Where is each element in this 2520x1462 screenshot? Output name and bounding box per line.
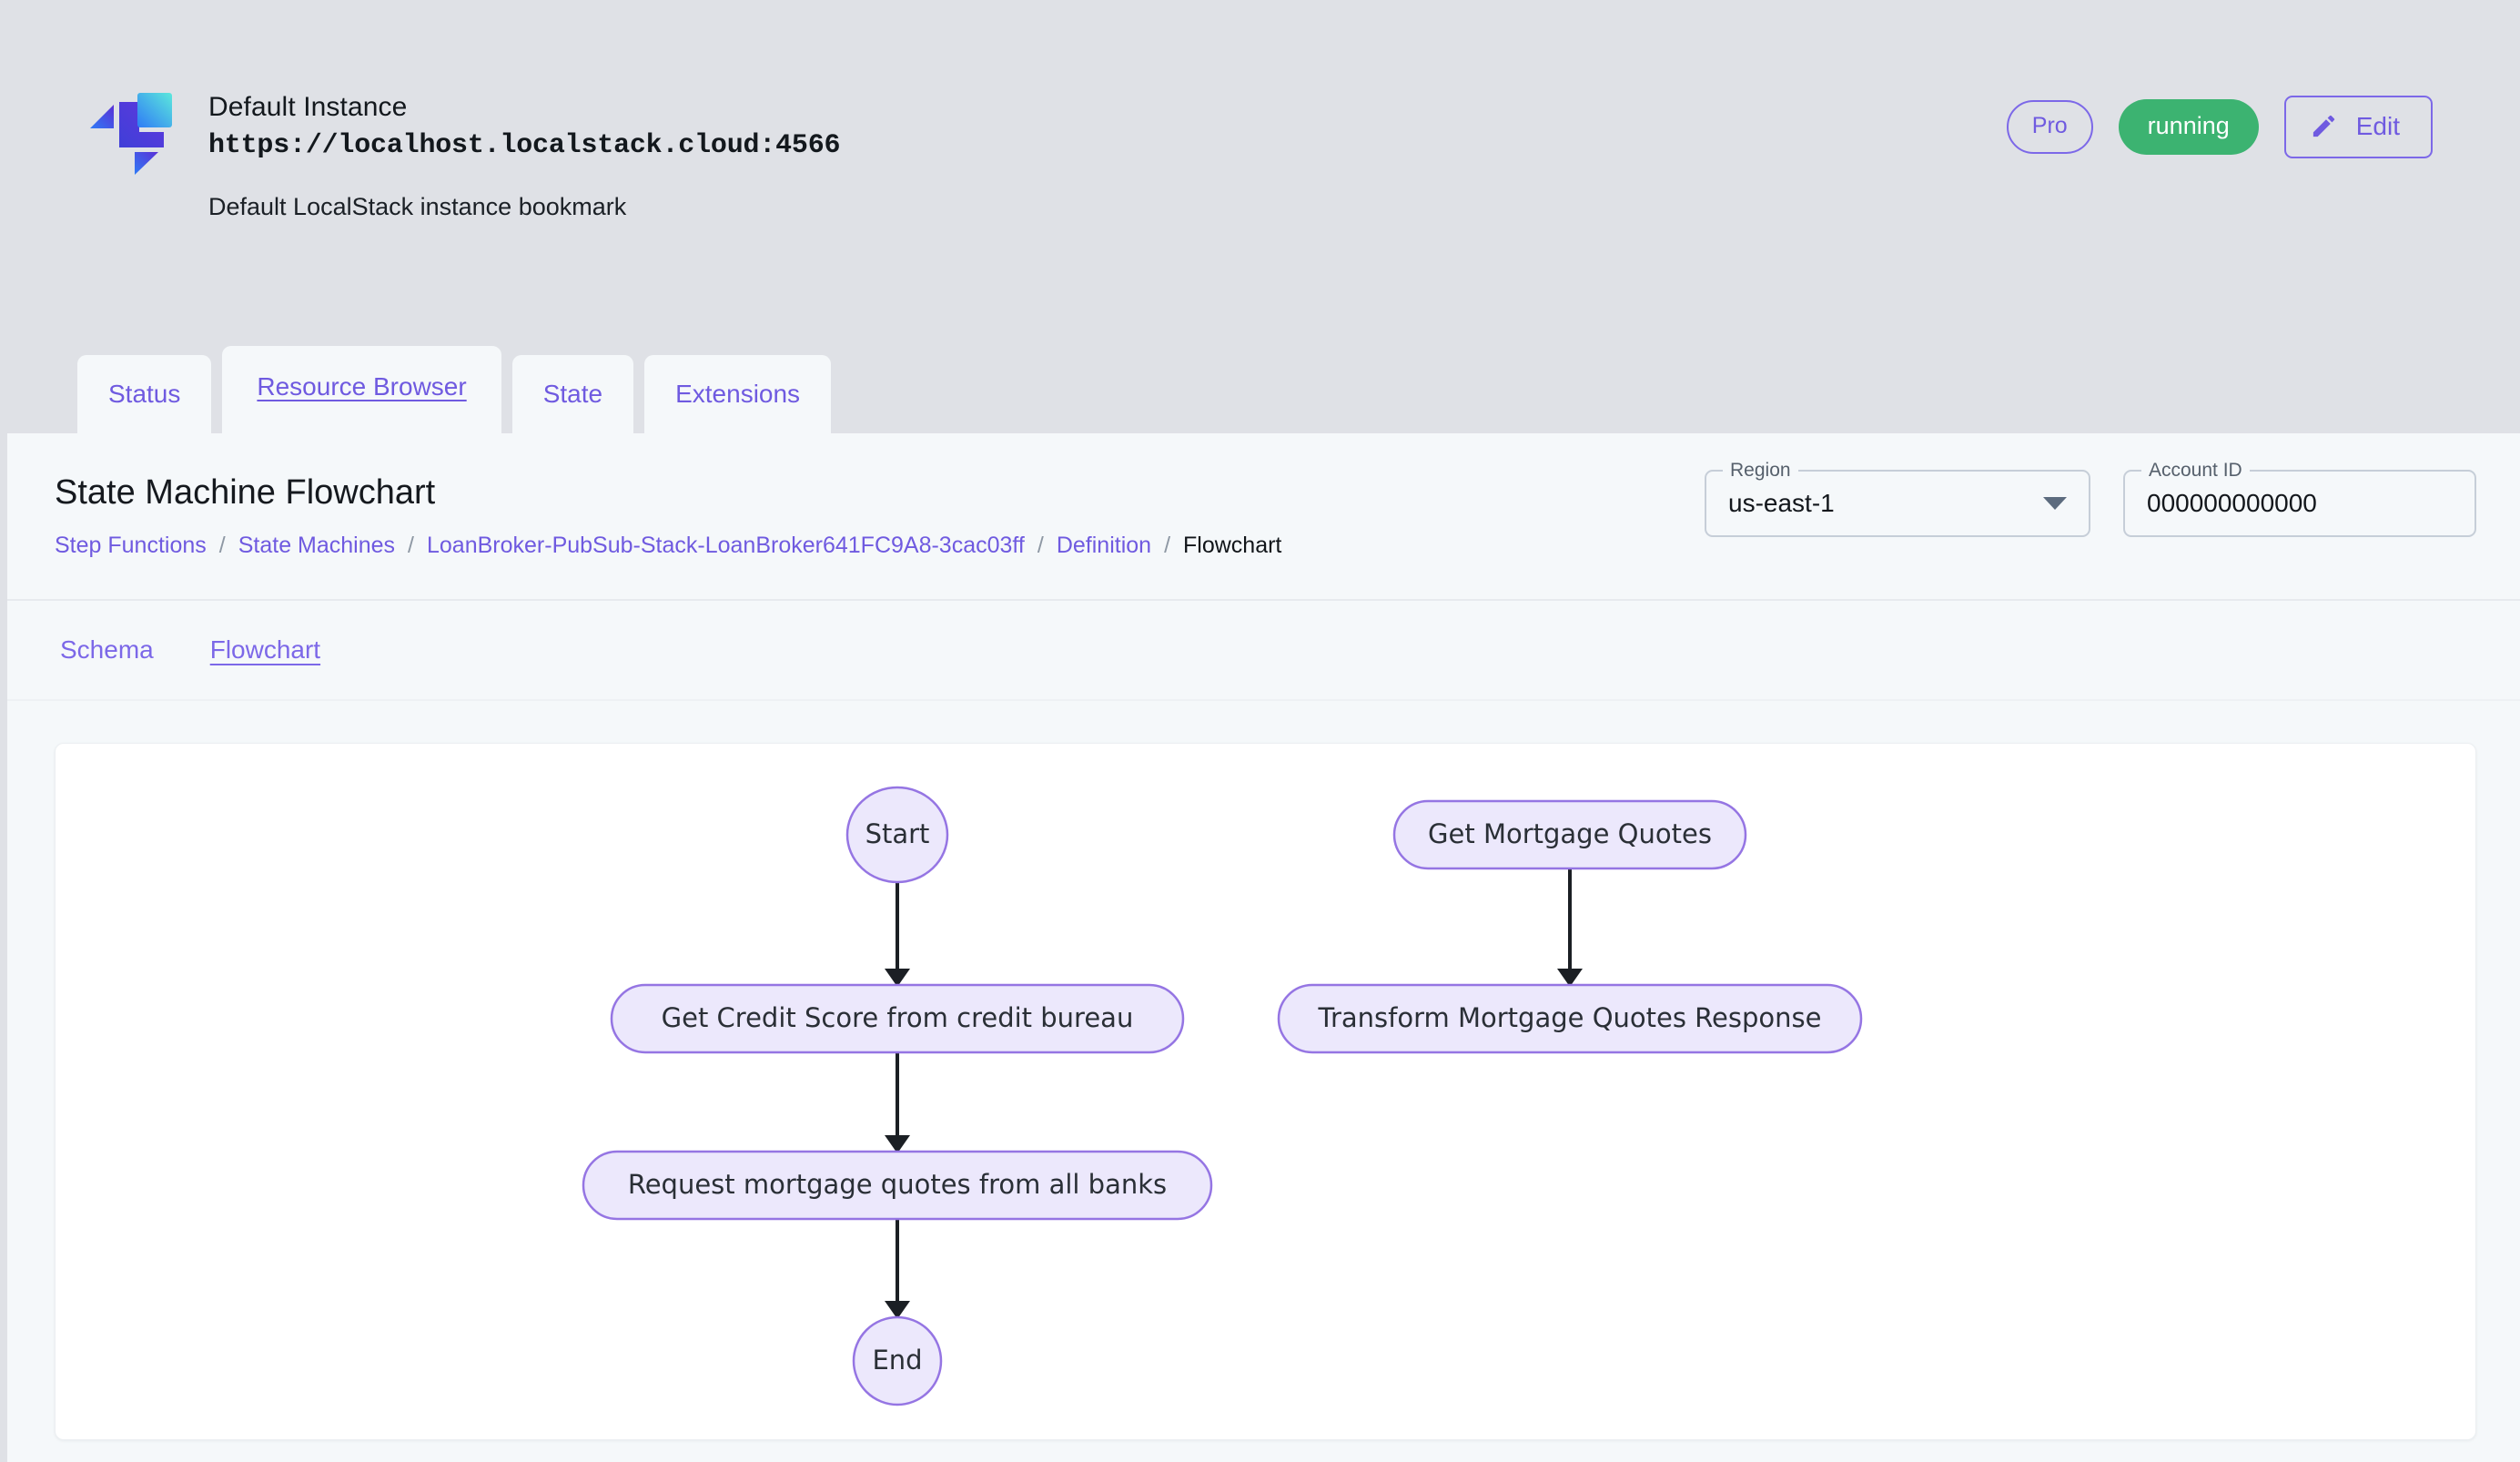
scope-selectors: Region us-east-1 Account ID 000000000000: [1705, 460, 2476, 537]
instance-endpoint: https://localhost.localstack.cloud:4566: [208, 130, 841, 161]
pencil-icon: [2310, 112, 2338, 140]
breadcrumb-separator: /: [408, 533, 414, 558]
flow-edge: [885, 882, 910, 987]
edit-button[interactable]: Edit: [2283, 96, 2433, 158]
page-header: State Machine Flowchart Step Functions /…: [7, 433, 2520, 601]
edit-button-label: Edit: [2355, 111, 2400, 140]
header-controls: Pro running Edit: [2006, 96, 2433, 158]
region-select[interactable]: Region us-east-1: [1705, 460, 2090, 537]
main-tabs: Status Resource Browser State Extensions: [77, 346, 832, 433]
account-id-value: 000000000000: [2147, 489, 2317, 517]
chevron-down-icon[interactable]: [2043, 497, 2067, 510]
region-select-label: Region: [1723, 460, 1798, 482]
content-panel: State Machine Flowchart Step Functions /…: [7, 433, 2520, 1462]
breadcrumb-item-flowchart: Flowchart: [1183, 533, 1282, 558]
svg-text:Get Credit Score from credit b: Get Credit Score from credit bureau: [662, 1002, 1134, 1033]
tab-extensions[interactable]: Extensions: [644, 355, 832, 433]
localstack-logo-icon: [86, 80, 183, 177]
pro-badge[interactable]: Pro: [2006, 100, 2093, 154]
subtab-flowchart[interactable]: Flowchart: [209, 635, 321, 664]
flow-node: Start: [845, 786, 949, 884]
page-title: State Machine Flowchart: [55, 473, 436, 512]
instance-text-block: Default Instance https://localhost.local…: [208, 80, 841, 222]
breadcrumb-item-definition[interactable]: Definition: [1056, 533, 1152, 558]
instance-name: Default Instance: [208, 92, 408, 122]
svg-text:Get Mortgage Quotes: Get Mortgage Quotes: [1428, 818, 1712, 849]
account-id-field[interactable]: Account ID 000000000000: [2123, 460, 2476, 537]
breadcrumb-separator: /: [1164, 533, 1171, 558]
instance-header: Default Instance https://localhost.local…: [0, 0, 2520, 433]
svg-text:Start: Start: [865, 818, 930, 849]
tab-state[interactable]: State: [511, 355, 634, 433]
breadcrumb: Step Functions / State Machines / LoanBr…: [55, 532, 1281, 559]
tab-status[interactable]: Status: [77, 355, 212, 433]
region-select-value: us-east-1: [1728, 489, 1835, 517]
svg-text:Request mortgage quotes from a: Request mortgage quotes from all banks: [628, 1169, 1167, 1200]
flow-edge: [885, 1052, 910, 1153]
status-badge[interactable]: running: [2118, 99, 2259, 155]
definition-subtabs: Schema Flowchart: [7, 601, 2520, 701]
breadcrumb-item-state-machine-name[interactable]: LoanBroker-PubSub-Stack-LoanBroker641FC9…: [427, 533, 1025, 558]
flow-node: Get Mortgage Quotes: [1392, 799, 1747, 870]
account-id-label: Account ID: [2141, 460, 2250, 482]
svg-text:End: End: [872, 1345, 922, 1376]
flow-node: End: [852, 1315, 943, 1406]
breadcrumb-separator: /: [1037, 533, 1044, 558]
instance-description: Default LocalStack instance bookmark: [208, 193, 627, 220]
flow-node: Get Credit Score from credit bureau: [610, 983, 1185, 1054]
instance-summary: Default Instance https://localhost.local…: [86, 80, 841, 222]
flow-node: Transform Mortgage Quotes Response: [1277, 983, 1863, 1054]
breadcrumb-separator: /: [218, 533, 226, 558]
flow-node: Request mortgage quotes from all banks: [582, 1150, 1213, 1221]
svg-text:Transform Mortgage Quotes Resp: Transform Mortgage Quotes Response: [1318, 1002, 1822, 1033]
breadcrumb-item-step-functions[interactable]: Step Functions: [55, 533, 207, 558]
tab-resource-browser[interactable]: Resource Browser: [222, 346, 501, 433]
breadcrumb-item-state-machines[interactable]: State Machines: [238, 533, 396, 558]
flow-edge: [1557, 868, 1583, 987]
subtab-schema[interactable]: Schema: [60, 635, 154, 664]
flow-edge: [885, 1219, 910, 1319]
